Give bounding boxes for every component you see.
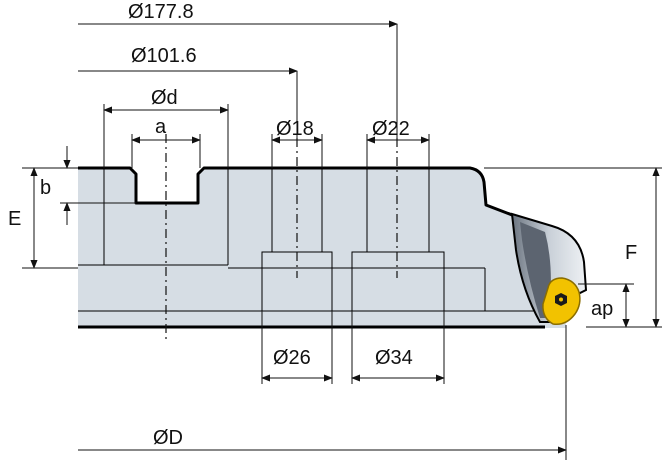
label-d-outer: Ø177.8 xyxy=(128,1,194,23)
counterbore-34 xyxy=(351,251,445,312)
label-e: E xyxy=(8,208,21,230)
insert-pocket-shade xyxy=(520,222,551,318)
insert-screw-center xyxy=(559,297,563,302)
label-d-pitch: Ø101.6 xyxy=(131,45,197,67)
cutting-insert xyxy=(542,277,581,326)
label-a: a xyxy=(155,116,167,138)
label-d-cut: ØD xyxy=(153,427,183,449)
label-d-cbore-small: Ø26 xyxy=(273,347,311,369)
label-f: F xyxy=(625,242,637,264)
label-ap: ap xyxy=(591,298,613,320)
cutter-body xyxy=(78,166,566,329)
cutter-head xyxy=(510,212,588,326)
label-b: b xyxy=(40,177,51,199)
label-d-bore: Ød xyxy=(151,87,178,109)
cutter-body-outline xyxy=(78,166,521,220)
label-d-hole-small: Ø18 xyxy=(276,118,314,140)
label-d-hole-large: Ø22 xyxy=(372,118,410,140)
label-d-cbore-large: Ø34 xyxy=(375,347,413,369)
